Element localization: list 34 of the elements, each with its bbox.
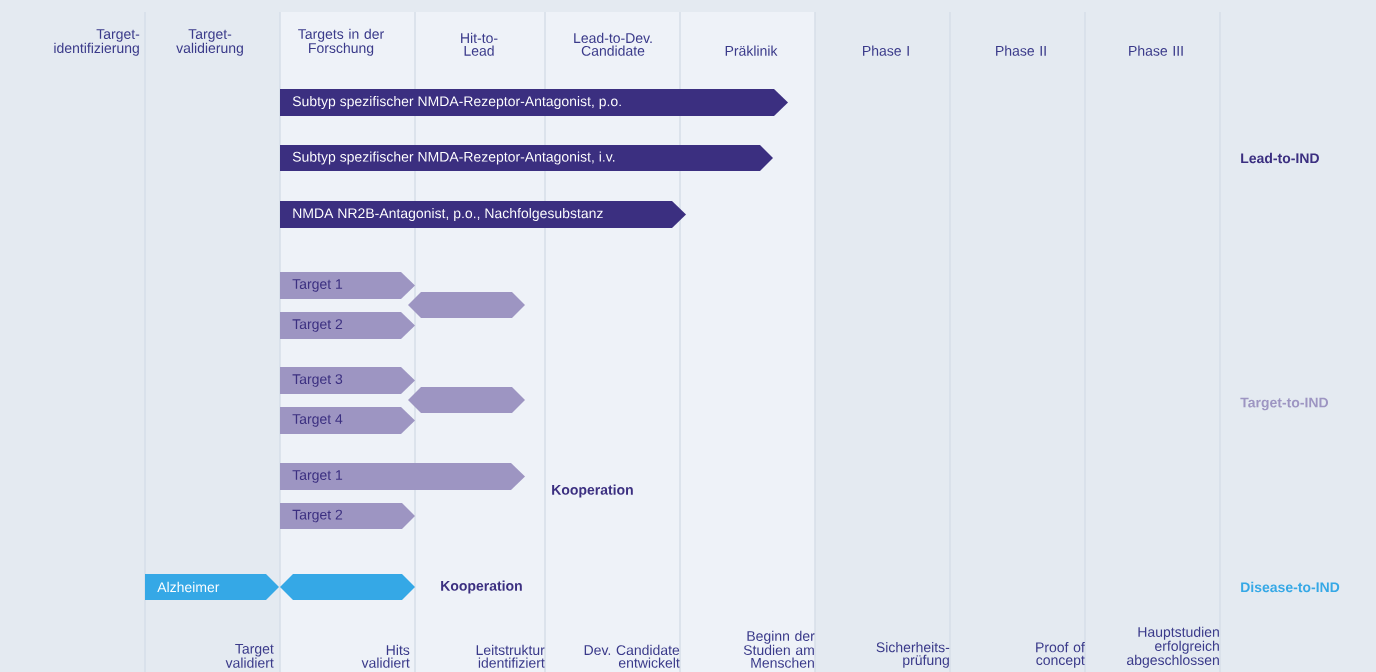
- pipeline-bar: Subtyp spezifischer NMDA-Rezeptor-Antagonist, i.v.: [280, 145, 773, 171]
- stage-label: Target-validierung: [176, 29, 243, 56]
- pipeline-bar: Target 1: [280, 463, 525, 490]
- pipeline-bar: Target 4: [280, 407, 415, 434]
- stage-label: Hauptstudien erfolgreich abgeschlossen: [1127, 626, 1219, 668]
- stage-label: Dev. Candidate entwickelt: [584, 644, 680, 668]
- stage-label: Sicherheits-prüfung: [876, 642, 950, 668]
- pipeline-bar: Target 2: [280, 312, 415, 339]
- pipeline-bar: NMDA NR2B-Antagonist, p.o., Nachfolgesubstanz: [280, 201, 686, 228]
- stage-label: Lead-to-IND: [1241, 152, 1319, 164]
- stage-label: Lead-to-Dev. Candidate: [574, 32, 652, 56]
- pipeline-bar: [408, 387, 525, 413]
- stage-label: Phase II: [996, 45, 1046, 56]
- stage-label: Beginn der Studien am Menschen: [743, 630, 815, 668]
- stage-label: Kooperation: [441, 580, 522, 594]
- stage-label: Target-identifizierung: [54, 29, 140, 56]
- pipeline-bar: Target 1: [280, 272, 415, 299]
- stage-label: Leitstruktur identifiziert: [476, 644, 545, 668]
- stage-label: Targets in der Forschung: [298, 28, 384, 56]
- stage-label: Phase I: [863, 45, 909, 56]
- stage-label: Proof of concept: [1036, 642, 1085, 668]
- stage-label: Hit-to-Lead: [461, 32, 498, 56]
- stage-label: Target-to-IND: [1240, 397, 1328, 411]
- stage-label: Hits validiert: [361, 644, 410, 668]
- pipeline-bar: Subtyp spezifischer NMDA-Rezeptor-Antagonist, p.o.: [280, 89, 788, 116]
- stage-label: Target validiert: [225, 644, 274, 668]
- stage-label: Phase III: [1129, 45, 1183, 56]
- pipeline-bar: [408, 292, 525, 318]
- pipeline-bar: Target 3: [280, 367, 415, 394]
- stage-label: Disease-to-IND: [1241, 581, 1340, 593]
- stage-label: Präklinik: [725, 45, 778, 56]
- pipeline-bar: Alzheimer: [145, 574, 279, 600]
- stage-label: Kooperation: [552, 484, 633, 498]
- pipeline-bar: Target 2: [280, 503, 415, 529]
